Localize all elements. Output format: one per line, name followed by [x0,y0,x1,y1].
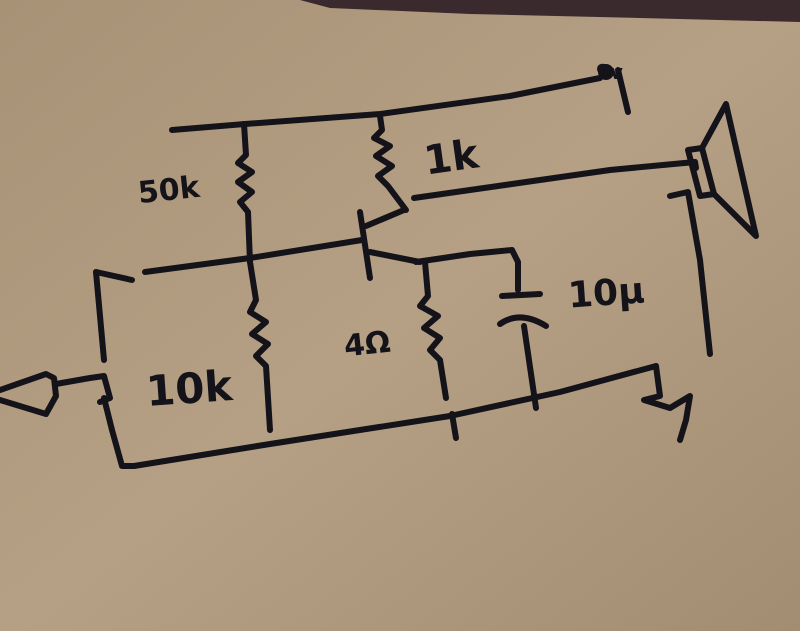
supply-terminal [598,64,614,80]
jack-ground-wire [101,395,137,469]
label-1k: 1k [421,131,482,185]
supply-terminal-lead [615,67,631,115]
resistor-4ohm [417,259,449,401]
audio-jack [0,371,59,417]
label-4ohm: 4Ω [342,324,393,365]
label-supply-voltage: 9v [596,60,623,84]
base-wire [142,237,365,275]
resistor-10k [247,259,273,433]
emitter-node-wire [413,247,521,293]
dark-top-edge [300,0,800,22]
label-10u: 10μ [566,270,646,317]
ground-tap [449,411,459,441]
capacitor-lead-bottom [521,323,539,411]
speaker-lead-top [692,159,699,171]
capacitor-plate-top [499,291,543,299]
label-50k: 50k [136,169,202,212]
label-10k: 10k [144,361,234,416]
speaker-cone [699,101,759,239]
transistor-collector [363,207,407,229]
input-left-wire [93,269,107,363]
input-wire [93,269,135,283]
resistor-50k [235,121,255,265]
transistor-emitter [367,249,423,265]
transistor-base-bar [357,209,373,281]
speaker-lead-bottom [667,189,713,357]
collector-wire [411,159,698,201]
ground-symbol [641,363,693,443]
resistor-1k [371,113,409,213]
capacitor-plate-bottom [497,314,549,329]
